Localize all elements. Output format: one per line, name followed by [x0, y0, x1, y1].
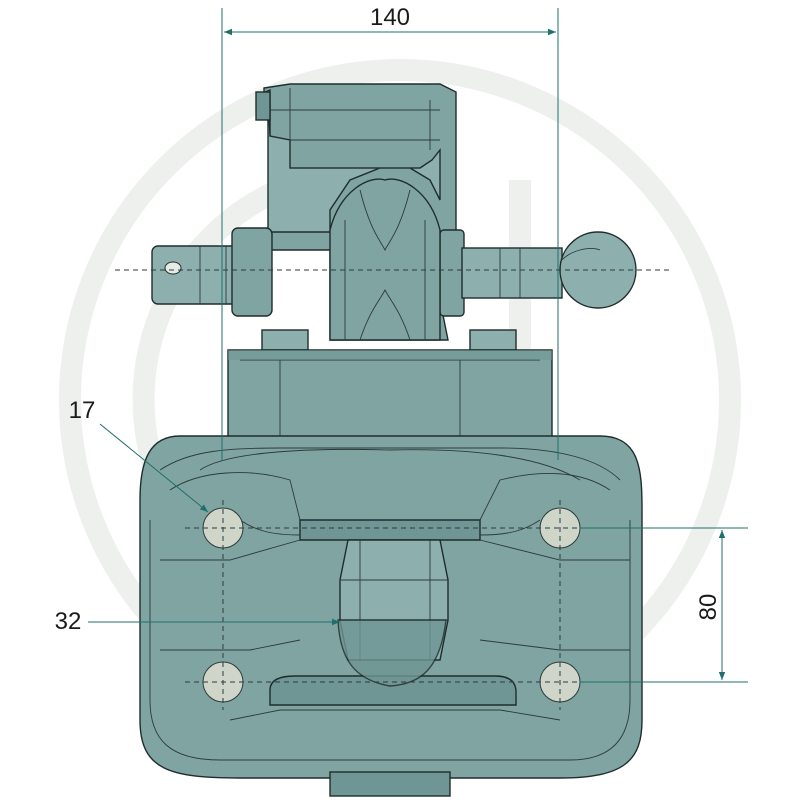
right-bolt: [469, 329, 517, 351]
height-dimension: 80: [580, 527, 748, 683]
right-shaft: [439, 229, 637, 317]
center-pin: [337, 539, 449, 687]
left-bolt: [261, 329, 309, 351]
hole-label: 17: [69, 397, 96, 424]
middle-block: [227, 349, 553, 441]
hole-leader: 17: [69, 397, 209, 513]
height-label: 80: [695, 594, 722, 621]
pin-leader: 32: [55, 608, 340, 635]
left-shaft: [151, 227, 273, 317]
centerlines: [115, 269, 670, 710]
pin-label: 32: [55, 608, 82, 635]
roller: [329, 178, 441, 341]
width-dimension: 140: [221, 4, 559, 460]
width-label: 140: [370, 4, 410, 31]
